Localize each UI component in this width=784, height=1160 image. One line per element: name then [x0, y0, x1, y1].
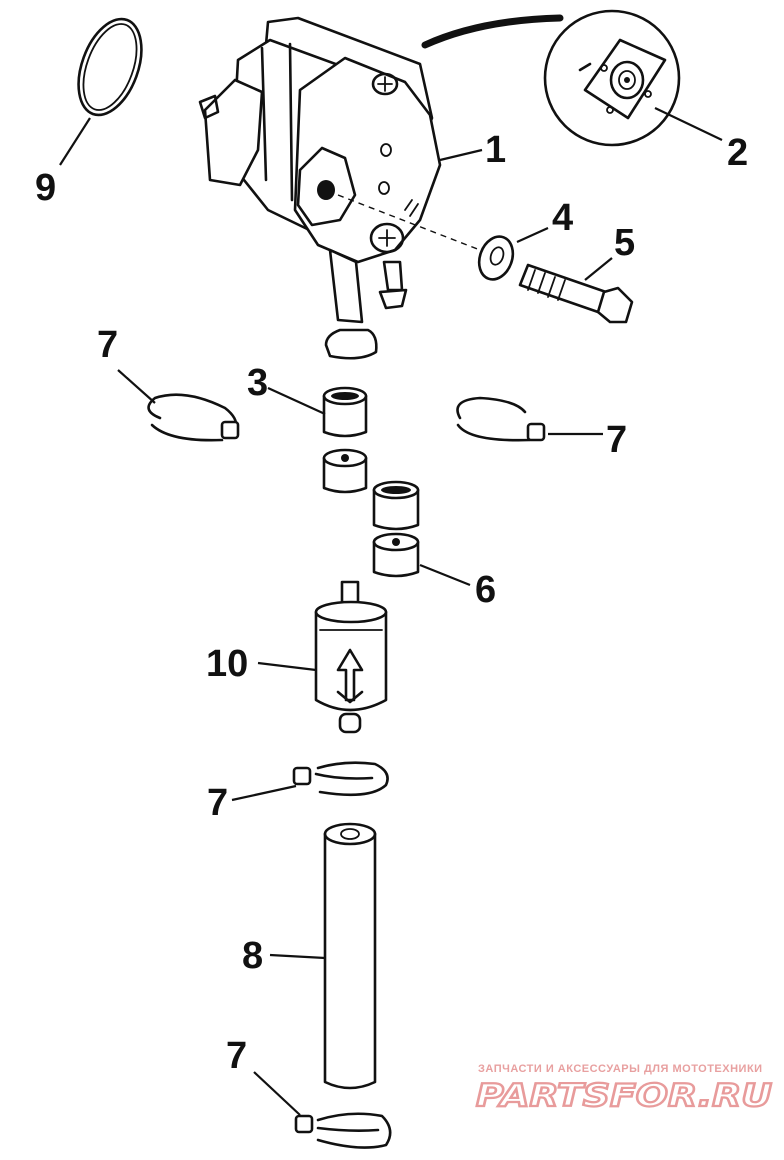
- part-diaphragm-detail: [543, 9, 681, 147]
- part-hose-clamp: [294, 1112, 392, 1149]
- callout-4: 4: [552, 197, 573, 239]
- callout-10: 10: [206, 643, 248, 685]
- callout-8: 8: [242, 935, 263, 977]
- callout-9: 9: [35, 167, 56, 209]
- watermark-tagline: ЗАПЧАСТИ И АКСЕССУАРЫ ДЛЯ МОТОТЕХНИКИ: [478, 1063, 763, 1075]
- part-hose-segment: [372, 480, 420, 578]
- part-hose-clamp: [456, 396, 546, 442]
- part-bolt: [518, 263, 634, 324]
- callout-7: 7: [207, 782, 228, 824]
- callout-5: 5: [614, 222, 635, 264]
- callout-3: 3: [247, 362, 268, 404]
- part-hose-clamp: [147, 393, 240, 442]
- callout-1: 1: [485, 129, 506, 171]
- callout-7: 7: [226, 1035, 247, 1077]
- part-fuel-line: [323, 822, 377, 1090]
- callout-2: 2: [727, 132, 748, 174]
- part-fuel-filter: [314, 580, 388, 734]
- callout-6: 6: [475, 569, 496, 611]
- callout-7: 7: [606, 419, 627, 461]
- watermark: ЗАПЧАСТИ И АКСЕССУАРЫ ДЛЯ МОТОТЕХНИКИ PA…: [475, 1063, 773, 1115]
- watermark-brand: PARTSFOR.RU: [476, 1078, 772, 1114]
- part-washer: [477, 235, 515, 281]
- callout-7: 7: [97, 324, 118, 366]
- part-hose-clamp: [292, 761, 389, 797]
- part-o-ring: [77, 17, 143, 117]
- part-hose-segment: [322, 386, 368, 494]
- part-fuel-pump: [198, 16, 442, 360]
